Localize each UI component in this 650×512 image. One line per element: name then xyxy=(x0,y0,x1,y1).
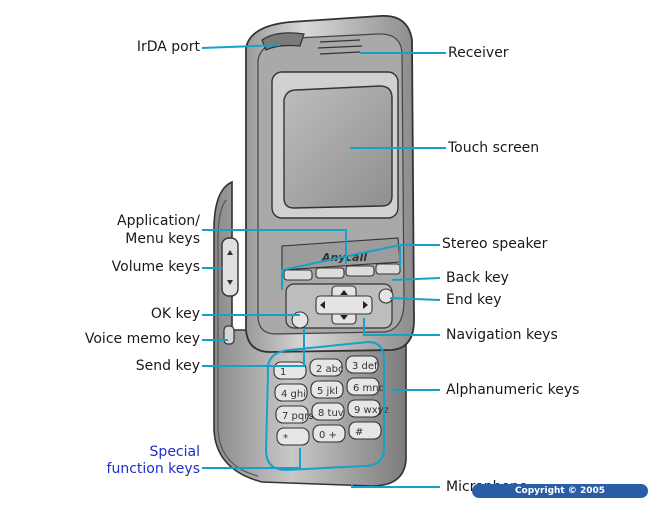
voice-memo-key xyxy=(223,325,235,345)
special-keys-label-line2: function keys xyxy=(106,461,200,477)
irda-port-label: IrDA port xyxy=(136,39,200,55)
send-key-label: Send key xyxy=(135,358,200,374)
keypad-key xyxy=(311,402,345,421)
receiver-label: Receiver xyxy=(448,45,509,61)
keypad-key xyxy=(275,405,309,424)
touch-screen xyxy=(283,85,393,209)
keypad-key-label: 1 xyxy=(280,367,286,378)
keypad-key xyxy=(309,358,343,377)
application-keys-label: Application/ xyxy=(117,213,200,229)
keypad-key-label: * xyxy=(283,433,288,444)
keypad-key-label: 9 wxyz xyxy=(354,405,389,416)
alphanumeric-keys-label: Alphanumeric keys xyxy=(446,382,580,398)
ok-key-label: OK key xyxy=(150,306,200,322)
keypad-key-label: 5 jkl xyxy=(317,386,338,397)
keypad-key xyxy=(273,361,307,380)
keypad-key xyxy=(274,383,308,402)
navigation-pad xyxy=(285,283,394,329)
keypad-key-label: 8 tuv xyxy=(318,408,344,419)
keypad-key-label: # xyxy=(355,427,363,438)
voice-memo-key-label: Voice memo key xyxy=(84,331,200,347)
navigation-keys-label: Navigation keys xyxy=(446,327,558,343)
copyright-badge: Copyright © 2005 PhoneArena.com xyxy=(472,484,648,510)
menu-keys-label: Menu keys xyxy=(125,231,200,247)
leader-lines xyxy=(201,44,446,488)
keypad-key xyxy=(310,380,344,399)
back-key-label: Back key xyxy=(446,270,509,286)
menu-keys xyxy=(283,263,401,281)
keypad-key-label: 2 abc xyxy=(316,364,344,375)
receiver-grille xyxy=(317,39,363,55)
end-key xyxy=(378,288,394,304)
keypad-key xyxy=(346,377,380,396)
touch-screen-label: Touch screen xyxy=(448,140,540,156)
keypad-key-label: 7 pqrs xyxy=(282,411,314,422)
keypad-key xyxy=(345,355,379,374)
keypad-key-label: 6 mno xyxy=(353,383,385,394)
keypad-key xyxy=(348,421,382,440)
stereo-speaker-label: Stereo speaker xyxy=(442,236,548,252)
keypad-key xyxy=(312,424,346,443)
end-key-label: End key xyxy=(446,292,502,308)
volume-keys xyxy=(221,237,239,297)
volume-keys-label: Volume keys xyxy=(111,259,200,275)
keypad-key-label: 4 ghi xyxy=(281,389,306,400)
keypad-key xyxy=(347,399,381,418)
keypad-key-label: 3 def xyxy=(352,361,378,372)
keypad-key xyxy=(276,427,310,446)
keypad-key-label: 0 + xyxy=(319,430,337,441)
special-keys-label-line1: Special xyxy=(149,444,200,460)
